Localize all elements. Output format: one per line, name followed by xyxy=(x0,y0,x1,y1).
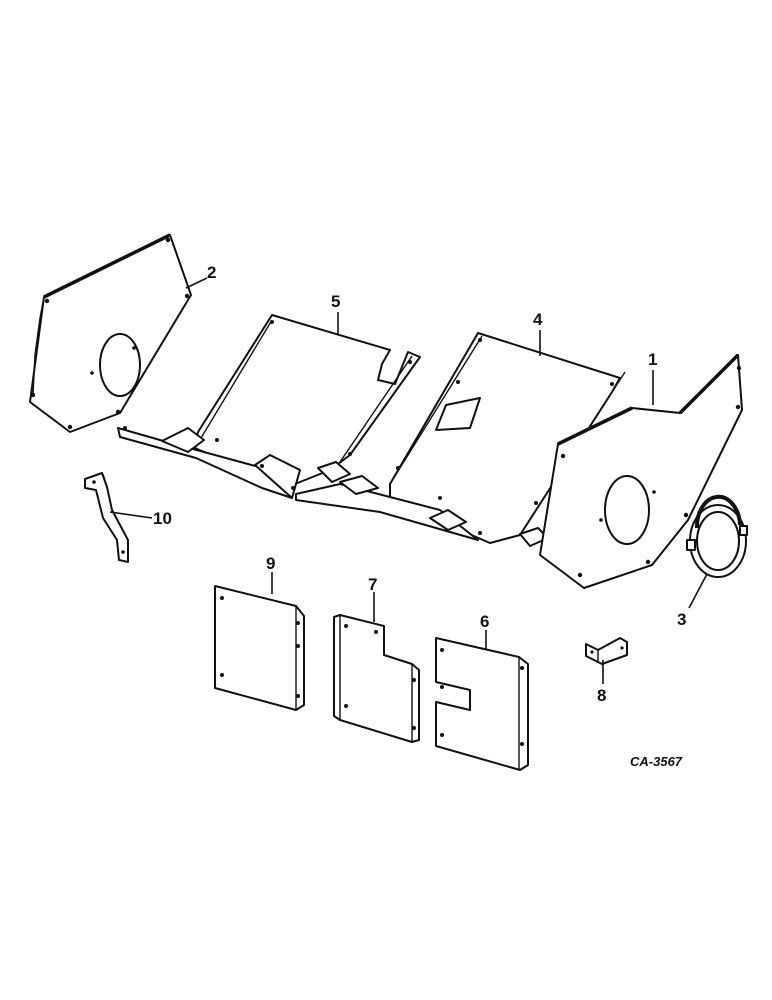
callout-8: 8 xyxy=(597,686,606,705)
callout-9: 9 xyxy=(266,554,275,573)
part-3-ring-seal xyxy=(686,494,748,578)
drawing-code: CA-3567 xyxy=(630,754,683,769)
leader-lines xyxy=(109,277,708,684)
part-4-right-floor-pan xyxy=(295,332,626,547)
part-7-notched-cover-plate xyxy=(333,614,420,743)
leader-2 xyxy=(185,277,208,289)
part-1-right-side-plate xyxy=(539,353,743,589)
callout-5: 5 xyxy=(331,292,340,311)
callout-4: 4 xyxy=(533,310,543,329)
callout-6: 6 xyxy=(480,612,489,631)
callout-3: 3 xyxy=(677,610,686,629)
part-5-left-floor-pan xyxy=(117,314,421,499)
callout-7: 7 xyxy=(368,575,377,594)
callout-1: 1 xyxy=(648,350,657,369)
leader-3 xyxy=(688,573,708,609)
part-2-left-side-plate xyxy=(29,233,192,433)
callout-10: 10 xyxy=(153,509,172,528)
callout-2: 2 xyxy=(207,263,216,282)
part-9-cover-plate xyxy=(214,585,305,711)
part-8-clip xyxy=(585,637,628,665)
part-10-bracket xyxy=(84,472,129,563)
leader-10 xyxy=(109,511,153,519)
part-6-cutout-cover-plate xyxy=(435,637,529,771)
